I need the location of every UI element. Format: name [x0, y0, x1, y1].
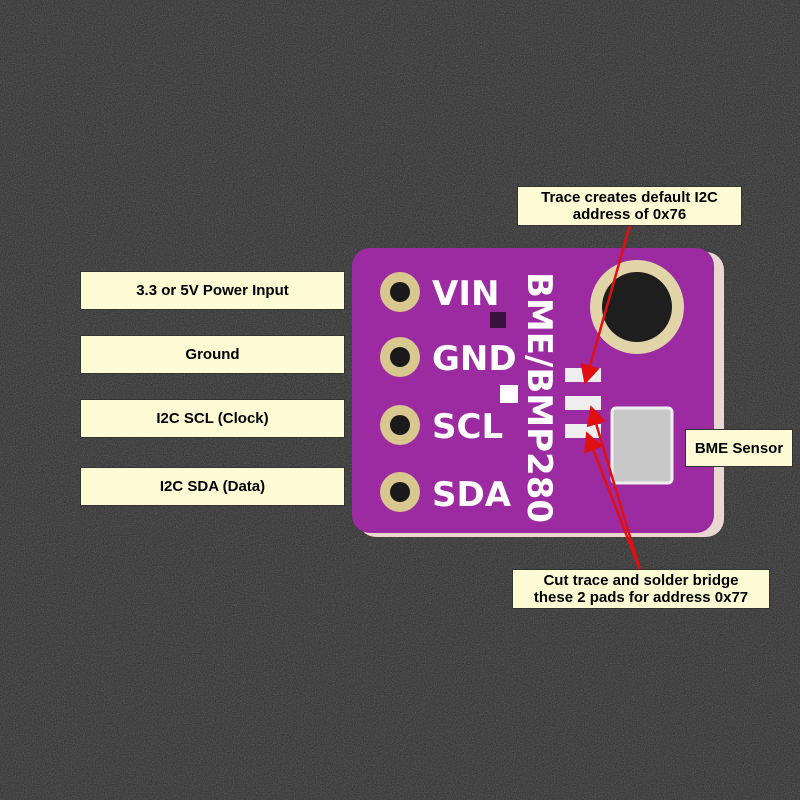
annotation-line: these 2 pads for address 0x77	[533, 589, 749, 606]
pcb-board: VIN GND SCL SDA BME/BMP280	[352, 248, 724, 537]
pin-holes	[380, 272, 420, 512]
annotation-gnd: Ground	[80, 335, 345, 374]
bme-sensor-chip	[610, 406, 674, 485]
annotation-default-address: Trace creates default I2C address of 0x7…	[517, 186, 742, 226]
annotation-line: address of 0x76	[572, 206, 687, 223]
pin-label-sda: SDA	[432, 475, 512, 515]
annotation-line: Trace creates default I2C	[541, 189, 718, 206]
annotation-alt-address: Cut trace and solder bridge these 2 pads…	[512, 569, 770, 609]
annotation-vin: 3.3 or 5V Power Input	[80, 271, 345, 310]
pin-label-scl: SCL	[432, 407, 503, 447]
annotation-arrows	[580, 224, 642, 571]
pin-label-gnd: GND	[432, 339, 517, 379]
annotation-scl: I2C SCL (Clock)	[80, 399, 345, 438]
annotation-sda: I2C SDA (Data)	[80, 467, 345, 506]
board-name: BME/BMP280	[519, 272, 559, 523]
annotation-line: Cut trace and solder bridge	[543, 572, 739, 589]
pin-label-vin: VIN	[432, 274, 499, 314]
annotation-sensor: BME Sensor	[685, 429, 793, 467]
